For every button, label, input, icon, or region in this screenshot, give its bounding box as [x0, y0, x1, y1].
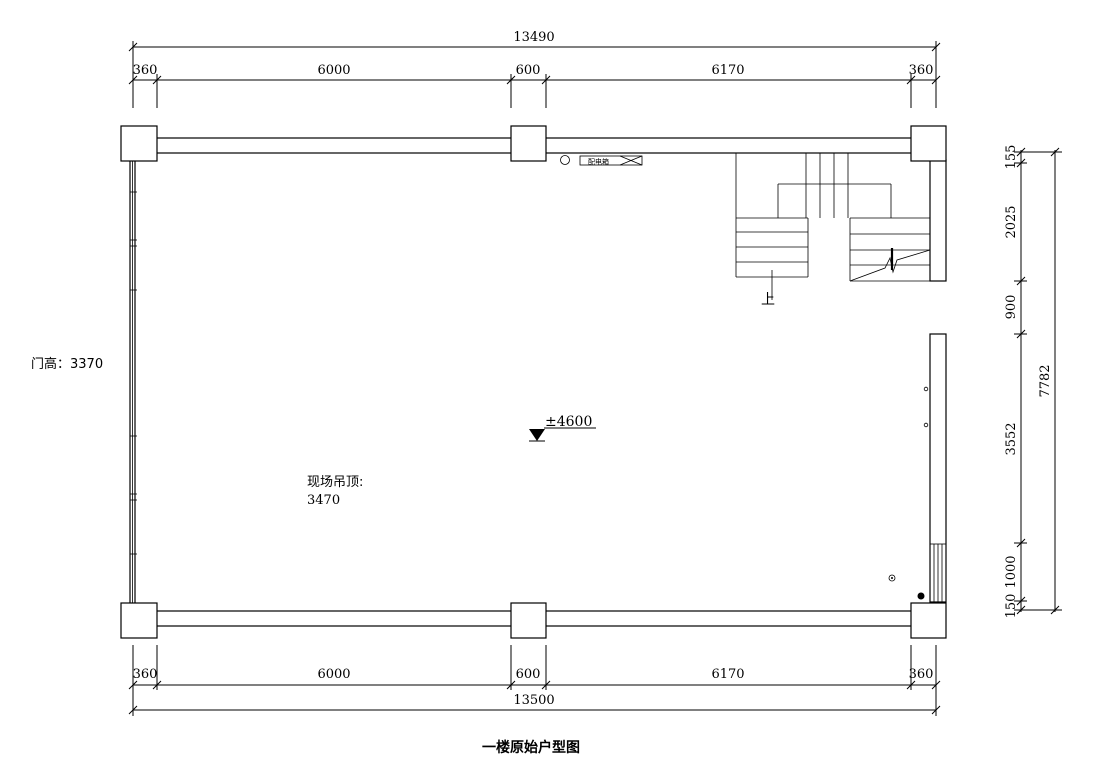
column-bottom-right [910, 602, 947, 639]
top-dim-segment-3: 600 [516, 63, 541, 78]
distribution-box: 配电箱 [560, 155, 643, 166]
ceiling-label: 现场吊顶: [307, 475, 363, 490]
column-bottom-middle [510, 602, 547, 639]
elevation-label: ±4600 [545, 414, 592, 430]
stair-up-label: 上 [761, 292, 775, 308]
right-dim-segment-4: 3552 [1004, 422, 1019, 455]
top-overall-dimension: 13490 [513, 30, 554, 45]
bottom-overall-dimension: 13500 [513, 693, 554, 708]
elevation-marker-icon [529, 429, 545, 441]
pipe-dot-icon [917, 592, 925, 600]
ceiling-value: 3470 [307, 493, 340, 508]
bottom-dim-segment-1: 360 [133, 667, 158, 682]
annotations: 门高：3370 ±4600 现场吊顶: 3470 [31, 356, 925, 600]
column-bottom-left [120, 602, 158, 639]
column-top-left [120, 125, 158, 162]
right-dim-segment-6: 150 [1004, 594, 1019, 619]
distribution-box-label: 配电箱 [588, 157, 609, 166]
top-dim-segment-4: 6170 [711, 63, 744, 78]
column-top-right [910, 125, 947, 162]
right-dimension-group: 155 2025 900 3552 1000 150 7782 [1004, 145, 1062, 619]
top-dim-segment-5: 360 [909, 63, 934, 78]
top-dim-segment-1: 360 [133, 63, 158, 78]
right-dim-segment-5: 1000 [1004, 555, 1019, 588]
top-dimension-group: 13490 360 6000 600 6170 360 [128, 30, 941, 108]
door-height-label: 门高：3370 [31, 356, 103, 372]
staircase: 上 [735, 153, 931, 308]
drawing-title: 一楼原始户型图 [482, 739, 580, 756]
right-dim-segment-1: 155 [1004, 145, 1019, 170]
column-top-middle [510, 125, 547, 162]
structural-columns [120, 125, 947, 639]
bottom-dim-segment-2: 6000 [317, 667, 350, 682]
bottom-dim-segment-3: 600 [516, 667, 541, 682]
right-dim-segment-3: 900 [1004, 295, 1019, 320]
top-dim-segment-2: 6000 [317, 63, 350, 78]
bottom-dim-segment-5: 360 [909, 667, 934, 682]
walls [129, 137, 947, 627]
pipe-circle-icon [560, 155, 570, 165]
bottom-dimension-group: 360 6000 600 6170 360 13500 [128, 645, 941, 716]
right-overall-dimension: 7782 [1038, 364, 1053, 397]
right-dim-segment-2: 2025 [1004, 205, 1019, 238]
floor-drain-icon [888, 574, 896, 582]
bottom-dim-segment-4: 6170 [711, 667, 744, 682]
